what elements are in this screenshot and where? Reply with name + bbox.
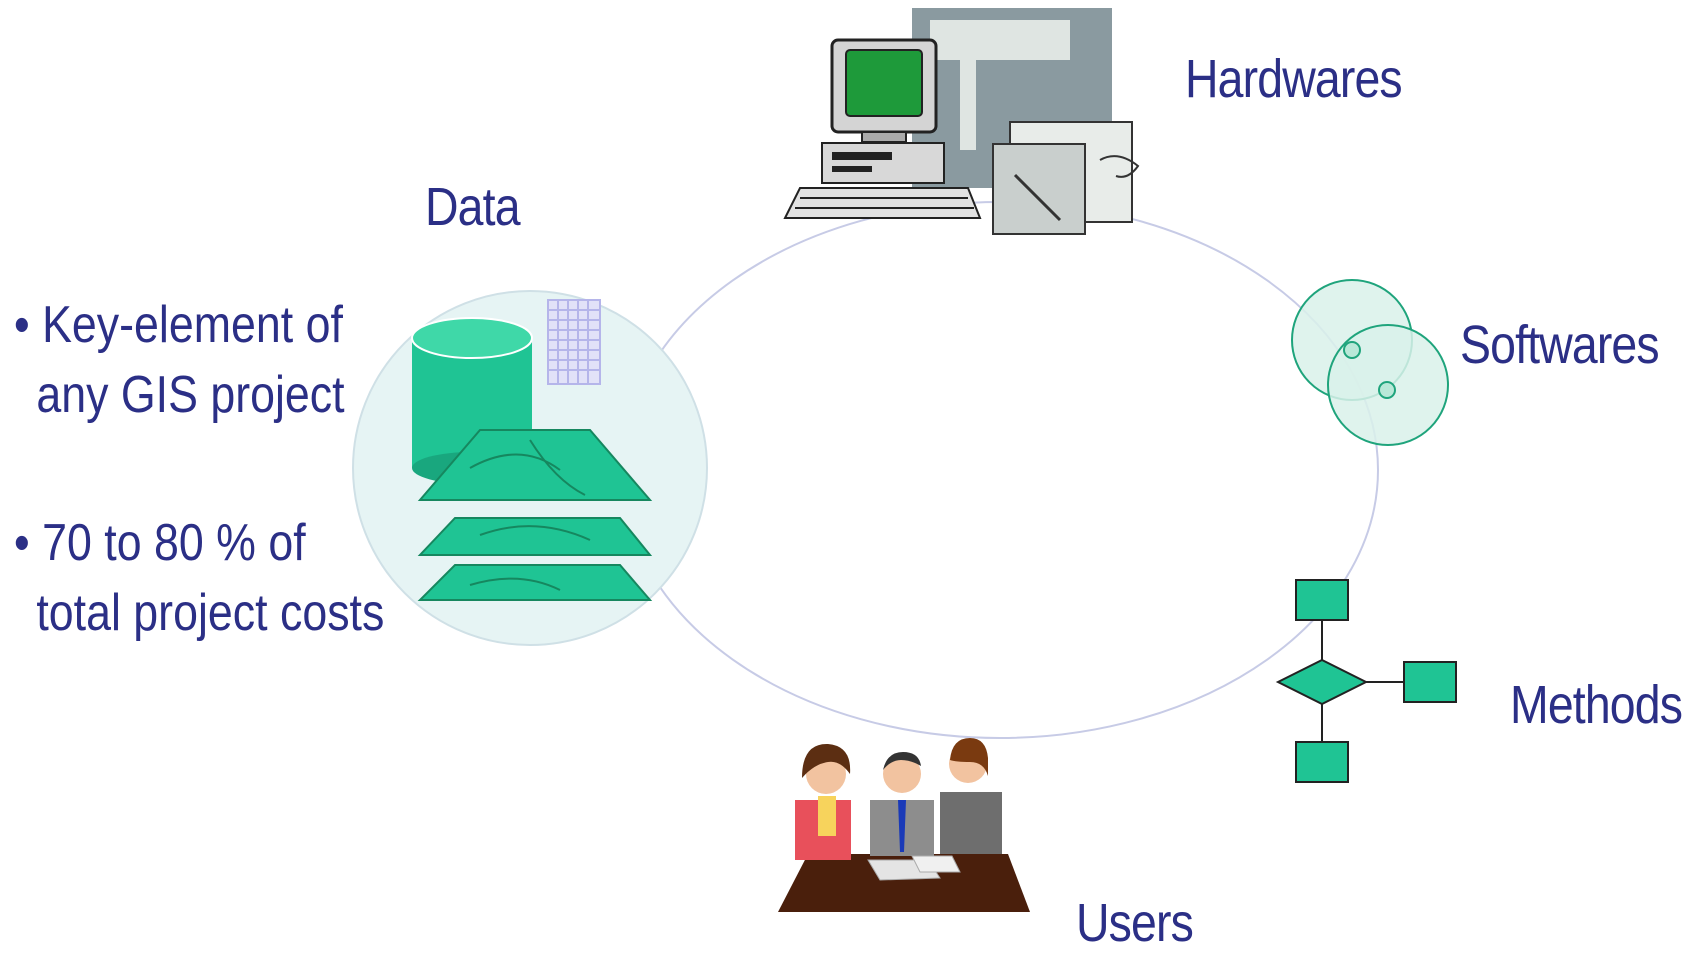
data-note-2: • 70 to 80 % of total project costs xyxy=(14,508,384,648)
data-note-2-line1: 70 to 80 % of xyxy=(42,514,306,572)
bullet-marker: • xyxy=(14,296,30,354)
softwares-label: Softwares xyxy=(1460,315,1660,375)
data-note-1: • Key-element of any GIS project xyxy=(14,290,345,430)
flowchart-icon xyxy=(1275,579,1457,783)
data-note-1-line1: Key-element of xyxy=(42,296,343,354)
bullet-marker: • xyxy=(14,514,30,572)
hardwares-label: Hardwares xyxy=(1185,49,1403,109)
computer-workstation-icon xyxy=(783,8,1140,235)
meeting-people-icon xyxy=(778,738,1030,912)
methods-label: Methods xyxy=(1510,675,1683,735)
cycle-ellipse xyxy=(621,201,1379,739)
data-label: Data xyxy=(425,177,521,237)
users-label: Users xyxy=(1076,893,1194,953)
software-discs-icon xyxy=(1291,279,1449,446)
data-note-1-line2: any GIS project xyxy=(36,366,345,424)
database-layers-icon xyxy=(352,290,708,646)
data-note-2-line2: total project costs xyxy=(36,584,385,642)
